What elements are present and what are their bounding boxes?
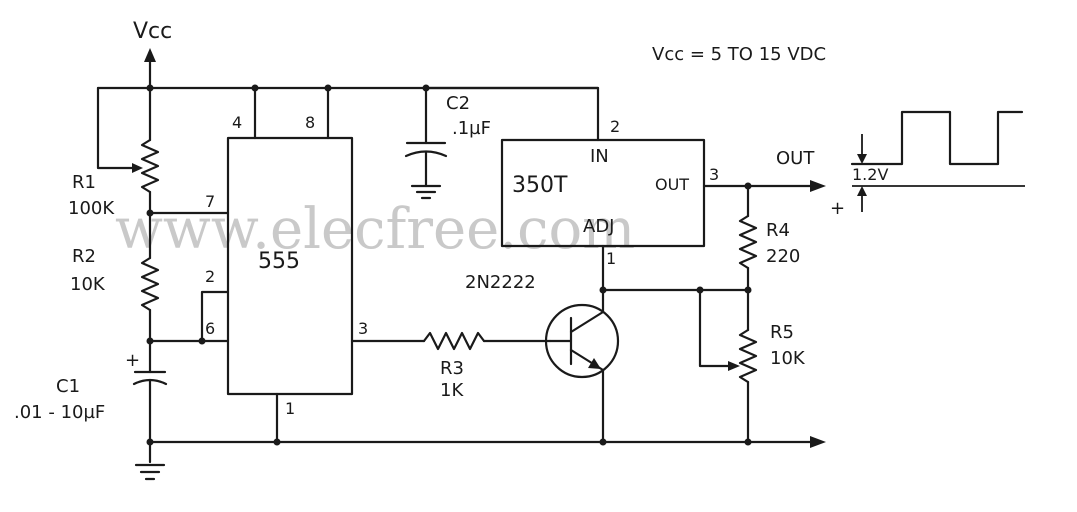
out-label: OUT <box>776 148 815 169</box>
step-arrow-bottom <box>857 186 867 196</box>
r1-value: 100K <box>68 198 115 219</box>
ic-555-body <box>226 136 354 396</box>
reg-in-label: IN <box>590 146 609 167</box>
out-arrow <box>810 180 826 192</box>
vcc-label: Vcc <box>133 19 172 44</box>
r4-resistor <box>738 214 758 270</box>
r1-wiper-wire <box>96 86 137 170</box>
c1-value: .01 - 10µF <box>14 402 105 423</box>
watermark: www.elecfree.com <box>115 197 635 262</box>
pin-6: 6 <box>205 319 215 338</box>
pin-8: 8 <box>305 113 315 132</box>
output-plus: + <box>830 198 845 219</box>
r5-wiper-wire <box>698 288 732 368</box>
step-label: 1.2V <box>852 165 888 184</box>
vcc-arrow-head <box>144 48 156 62</box>
junction-dot <box>599 286 607 294</box>
reg-out-label: OUT <box>655 175 689 194</box>
transistor-emitter-arrow <box>588 358 601 369</box>
r5-wiper-arrow <box>728 361 740 371</box>
pin-2: 2 <box>205 267 215 286</box>
c2-ref: C2 <box>446 93 470 114</box>
r2-ref: R2 <box>72 246 96 267</box>
r1-resistor <box>140 138 160 194</box>
r5-ref: R5 <box>770 322 794 343</box>
r3-value: 1K <box>440 380 464 401</box>
c1-ref: C1 <box>56 376 80 397</box>
r3-resistor <box>422 331 486 351</box>
r1-wiper-arrow <box>132 163 143 173</box>
regulator-name: 350T <box>512 173 568 198</box>
transistor-name: 2N2222 <box>465 272 536 293</box>
reg-pin-1: 1 <box>606 249 616 268</box>
junction-dot <box>744 286 752 294</box>
junction-dot <box>198 337 206 345</box>
c1-plus: + <box>125 350 140 371</box>
pin2-wire <box>200 290 230 343</box>
transistor-collector <box>569 298 605 334</box>
r5-resistor <box>738 328 758 384</box>
reg-in-wire <box>424 86 600 142</box>
reg-pin-3: 3 <box>709 165 719 184</box>
supply-spec: Vcc = 5 TO 15 VDC <box>652 44 826 65</box>
r1-ref: R1 <box>72 172 96 193</box>
step-arrow-top <box>857 154 867 164</box>
r2-value: 10K <box>70 274 106 295</box>
r4-value: 220 <box>766 246 800 267</box>
r5-value: 10K <box>770 348 806 369</box>
r3-ref: R3 <box>440 358 464 379</box>
pin-1: 1 <box>285 399 295 418</box>
output-waveform <box>850 110 1024 166</box>
r2-resistor <box>140 256 160 312</box>
transistor-emitter <box>569 348 605 444</box>
r4-ref: R4 <box>766 220 790 241</box>
pin-7: 7 <box>205 192 215 211</box>
c2-value: .1µF <box>452 118 491 139</box>
pin-4: 4 <box>232 113 242 132</box>
ground-rail-arrow <box>810 436 826 448</box>
pin-3: 3 <box>358 319 368 338</box>
reg-pin-2: 2 <box>610 117 620 136</box>
transistor-body <box>544 303 620 379</box>
reg-adj-label: ADJ <box>583 216 614 237</box>
ic-555-label: 555 <box>258 249 300 274</box>
junction-dot <box>146 438 154 446</box>
